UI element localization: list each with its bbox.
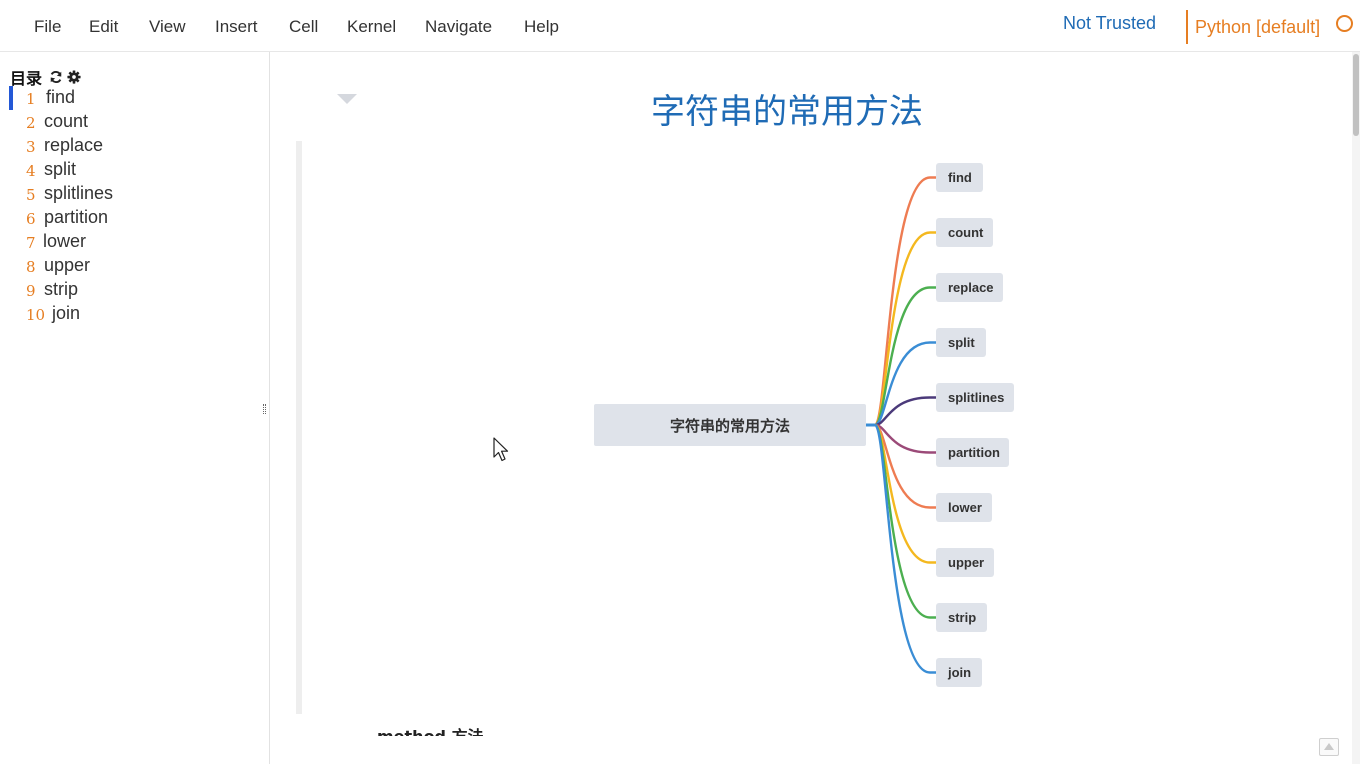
section-heading: 字符串的常用方法 (651, 92, 923, 132)
toc-item-find[interactable]: 1 find (0, 86, 270, 110)
toc-item-strip[interactable]: 9 strip (0, 278, 270, 302)
menu-file[interactable]: File (34, 17, 62, 36)
mindmap-node-splitlines[interactable]: splitlines (936, 383, 1014, 412)
toc-item-split[interactable]: 4 split (0, 158, 270, 182)
toc-item-label: upper (44, 255, 91, 275)
toc-item-number: 8 (26, 258, 36, 276)
kernel-name[interactable]: Python [default] (1195, 17, 1321, 37)
gear-icon[interactable] (67, 70, 81, 84)
toc-item-partition[interactable]: 6 partition (0, 206, 270, 230)
toc-title: 目录 (10, 69, 43, 88)
mindmap-node-split[interactable]: split (936, 328, 986, 357)
toc-item-label: strip (44, 279, 79, 299)
toc-item-number: 4 (26, 162, 36, 180)
mindmap-node-count[interactable]: count (936, 218, 993, 247)
output-cell-prompt-bar[interactable] (296, 141, 302, 714)
toc-item-upper[interactable]: 8 upper (0, 254, 270, 278)
menu-cell[interactable]: Cell (289, 17, 319, 36)
menu-bar: File Edit View Insert Cell Kernel Naviga… (0, 0, 1360, 52)
mindmap-node-partition[interactable]: partition (936, 438, 1009, 467)
toc-item-number: 2 (26, 114, 36, 132)
mindmap-edges (865, 176, 936, 674)
mindmap-root-node[interactable]: 字符串的常用方法 (594, 404, 866, 446)
trust-status-button[interactable]: Not Trusted (1063, 13, 1157, 33)
toc-item-number: 6 (26, 210, 36, 228)
toc-item-count[interactable]: 2 count (0, 110, 270, 134)
toc-item-number: 9 (26, 282, 36, 300)
menu-insert[interactable]: Insert (215, 17, 258, 36)
mindmap-node-strip[interactable]: strip (936, 603, 987, 632)
toc-item-number: 5 (26, 186, 36, 204)
mindmap-edge-join (873, 423, 936, 674)
mindmap-node-lower[interactable]: lower (936, 493, 992, 522)
mindmap-node-join[interactable]: join (936, 658, 982, 687)
toc-item-label: splitlines (44, 183, 114, 203)
toc-item-number: 7 (26, 234, 36, 252)
mindmap-edge-split (874, 341, 936, 427)
refresh-icon[interactable] (49, 70, 63, 84)
toc-sidebar: 目录 1 find 2 count 3 (0, 52, 270, 764)
menu-kernel[interactable]: Kernel (347, 17, 397, 36)
toc-item-label: split (44, 159, 77, 179)
menu-edit[interactable]: Edit (89, 17, 119, 36)
collapse-heading-arrow-icon[interactable] (337, 94, 357, 104)
toc-item-label: lower (43, 231, 87, 251)
scroll-to-top-button[interactable] (1319, 738, 1339, 756)
toc-list: 1 find 2 count 3 replace 4 split 5 split… (0, 86, 270, 326)
toc-item-lower[interactable]: 7 lower (0, 230, 270, 254)
next-section-heading: method 方法 (377, 724, 484, 736)
toc-item-label: join (52, 303, 81, 323)
toc-item-number: 1 (26, 90, 36, 108)
page-scrollbar-track[interactable] (1352, 52, 1360, 764)
mindmap-edge-splitlines (874, 396, 936, 427)
toc-item-label: find (46, 87, 76, 107)
mouse-pointer-icon (493, 437, 509, 462)
toc-item-number: 10 (26, 306, 46, 324)
kernel-divider (1186, 10, 1188, 44)
mindmap-node-upper[interactable]: upper (936, 548, 994, 577)
toc-item-join[interactable]: 10 join (0, 302, 270, 326)
toc-item-replace[interactable]: 3 replace (0, 134, 270, 158)
menu-view[interactable]: View (149, 17, 186, 36)
kernel-status-indicator (1336, 15, 1353, 32)
mindmap-node-replace[interactable]: replace (936, 273, 1003, 302)
toc-resize-handle[interactable] (263, 404, 266, 414)
notebook-area: 字符串的常用方法 字符串的常用方法 find count replace split s… (271, 52, 1360, 764)
page-scrollbar-thumb[interactable] (1353, 54, 1359, 136)
mindmap-node-find[interactable]: find (936, 163, 983, 192)
toc-item-splitlines[interactable]: 5 splitlines (0, 182, 270, 206)
toc-item-label: replace (44, 135, 104, 155)
menu-help[interactable]: Help (524, 17, 559, 36)
toc-item-number: 3 (26, 138, 36, 156)
toc-item-label: partition (44, 207, 109, 227)
toc-item-label: count (44, 111, 89, 131)
toc-header: 目录 (10, 65, 81, 89)
menu-navigate[interactable]: Navigate (425, 17, 493, 36)
